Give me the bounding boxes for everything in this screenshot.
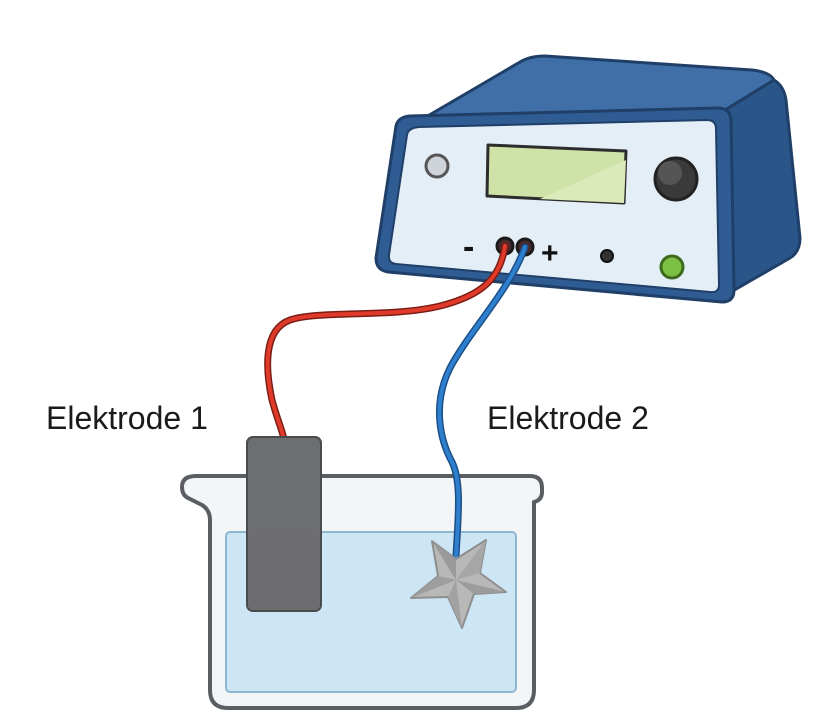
- positive-wire-inner: [437, 245, 527, 558]
- electrode-1-label: Elektrode 1: [46, 400, 208, 436]
- power-button-icon[interactable]: [424, 153, 450, 179]
- star-facet-5: [411, 576, 456, 598]
- electrode-2-label: Elektrode 2: [487, 400, 649, 436]
- power-supply-side: [720, 78, 802, 298]
- electrode-2-star: [410, 539, 507, 629]
- green-button-icon[interactable]: [659, 254, 685, 280]
- display-glare: [540, 160, 626, 203]
- plus-sign: +: [541, 237, 559, 270]
- star-facet-4: [448, 580, 462, 628]
- star-facet-3: [456, 580, 506, 594]
- negative-wire-inner: [265, 244, 507, 442]
- knob-highlight: [658, 161, 682, 185]
- power-supply-front-panel: [387, 119, 720, 294]
- minus-sign: -: [463, 228, 474, 266]
- star-facet-2: [456, 540, 486, 580]
- power-supply-top: [412, 54, 776, 126]
- indicator-light-icon: [600, 249, 614, 263]
- star-facet-1: [432, 541, 456, 580]
- electrode-1-submerged-tint: [248, 533, 320, 610]
- power-supply: - +: [374, 54, 802, 304]
